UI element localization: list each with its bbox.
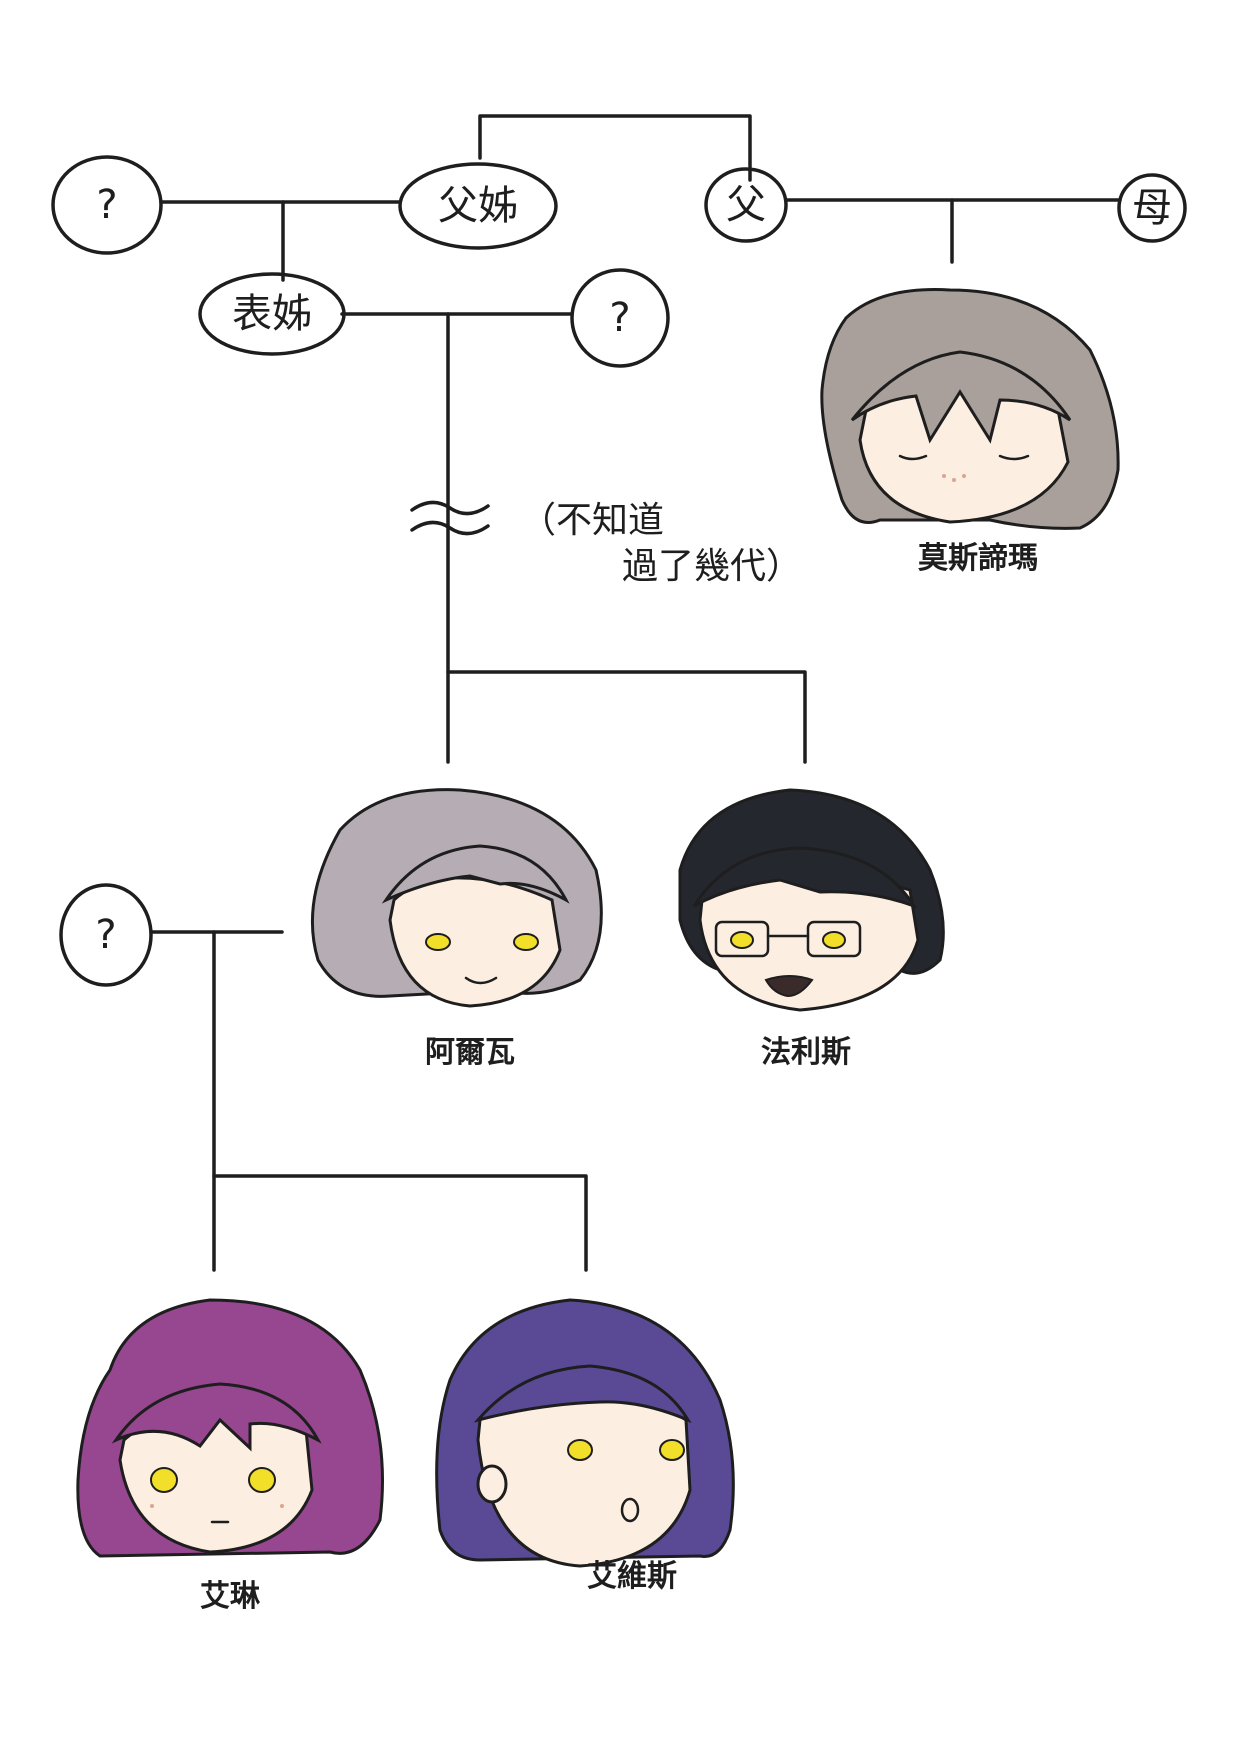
node-father-label: 父 xyxy=(726,182,766,228)
node-unknown-top-left: ? xyxy=(51,155,163,255)
fares-name: 法利斯 xyxy=(761,1035,851,1070)
node-paternal-aunt-label: 父姊 xyxy=(438,183,518,229)
erin-bangs xyxy=(111,1382,322,1452)
node-unknown-avva-spouse: ? xyxy=(59,883,153,987)
node-unknown-avva-spouse-label: ? xyxy=(95,912,116,958)
node-unknown-cousin-spouse: ? xyxy=(570,268,670,368)
portrait-mostima: 莫斯諦瑪 xyxy=(820,288,1120,576)
mostima-bangs xyxy=(850,350,1072,444)
generation-gap-note-line1: （不知道 xyxy=(520,500,664,541)
generation-gap-note-line2: 過了幾代） xyxy=(622,546,802,587)
portrait-erin: 艾琳 xyxy=(76,1298,384,1614)
connector-lines xyxy=(150,114,1122,1272)
node-unknown-cousin-spouse-label: ? xyxy=(609,295,630,341)
ewes-name: 艾維斯 xyxy=(587,1559,677,1594)
node-mother: 母 xyxy=(1117,173,1187,243)
portrait-avva: 阿爾瓦 xyxy=(310,788,603,1070)
avva-bangs xyxy=(381,844,570,904)
mostima-name: 莫斯諦瑪 xyxy=(918,541,1038,576)
erin-name: 艾琳 xyxy=(200,1579,261,1614)
generation-gap-note: （不知道 過了幾代） xyxy=(520,500,802,587)
node-paternal-aunt: 父姊 xyxy=(398,162,558,250)
portrait-ewes: 艾維斯 xyxy=(435,1298,735,1594)
ewes-bangs xyxy=(473,1364,692,1424)
node-mother-label: 母 xyxy=(1132,185,1172,231)
node-cousin-label: 表姊 xyxy=(232,291,312,337)
portrait-fares: 法利斯 xyxy=(678,788,945,1070)
node-unknown-top-left-label: ? xyxy=(96,182,117,228)
node-cousin: 表姊 xyxy=(198,272,346,356)
fares-bangs xyxy=(692,846,918,909)
node-father: 父 xyxy=(704,167,788,243)
avva-name: 阿爾瓦 xyxy=(425,1035,515,1070)
